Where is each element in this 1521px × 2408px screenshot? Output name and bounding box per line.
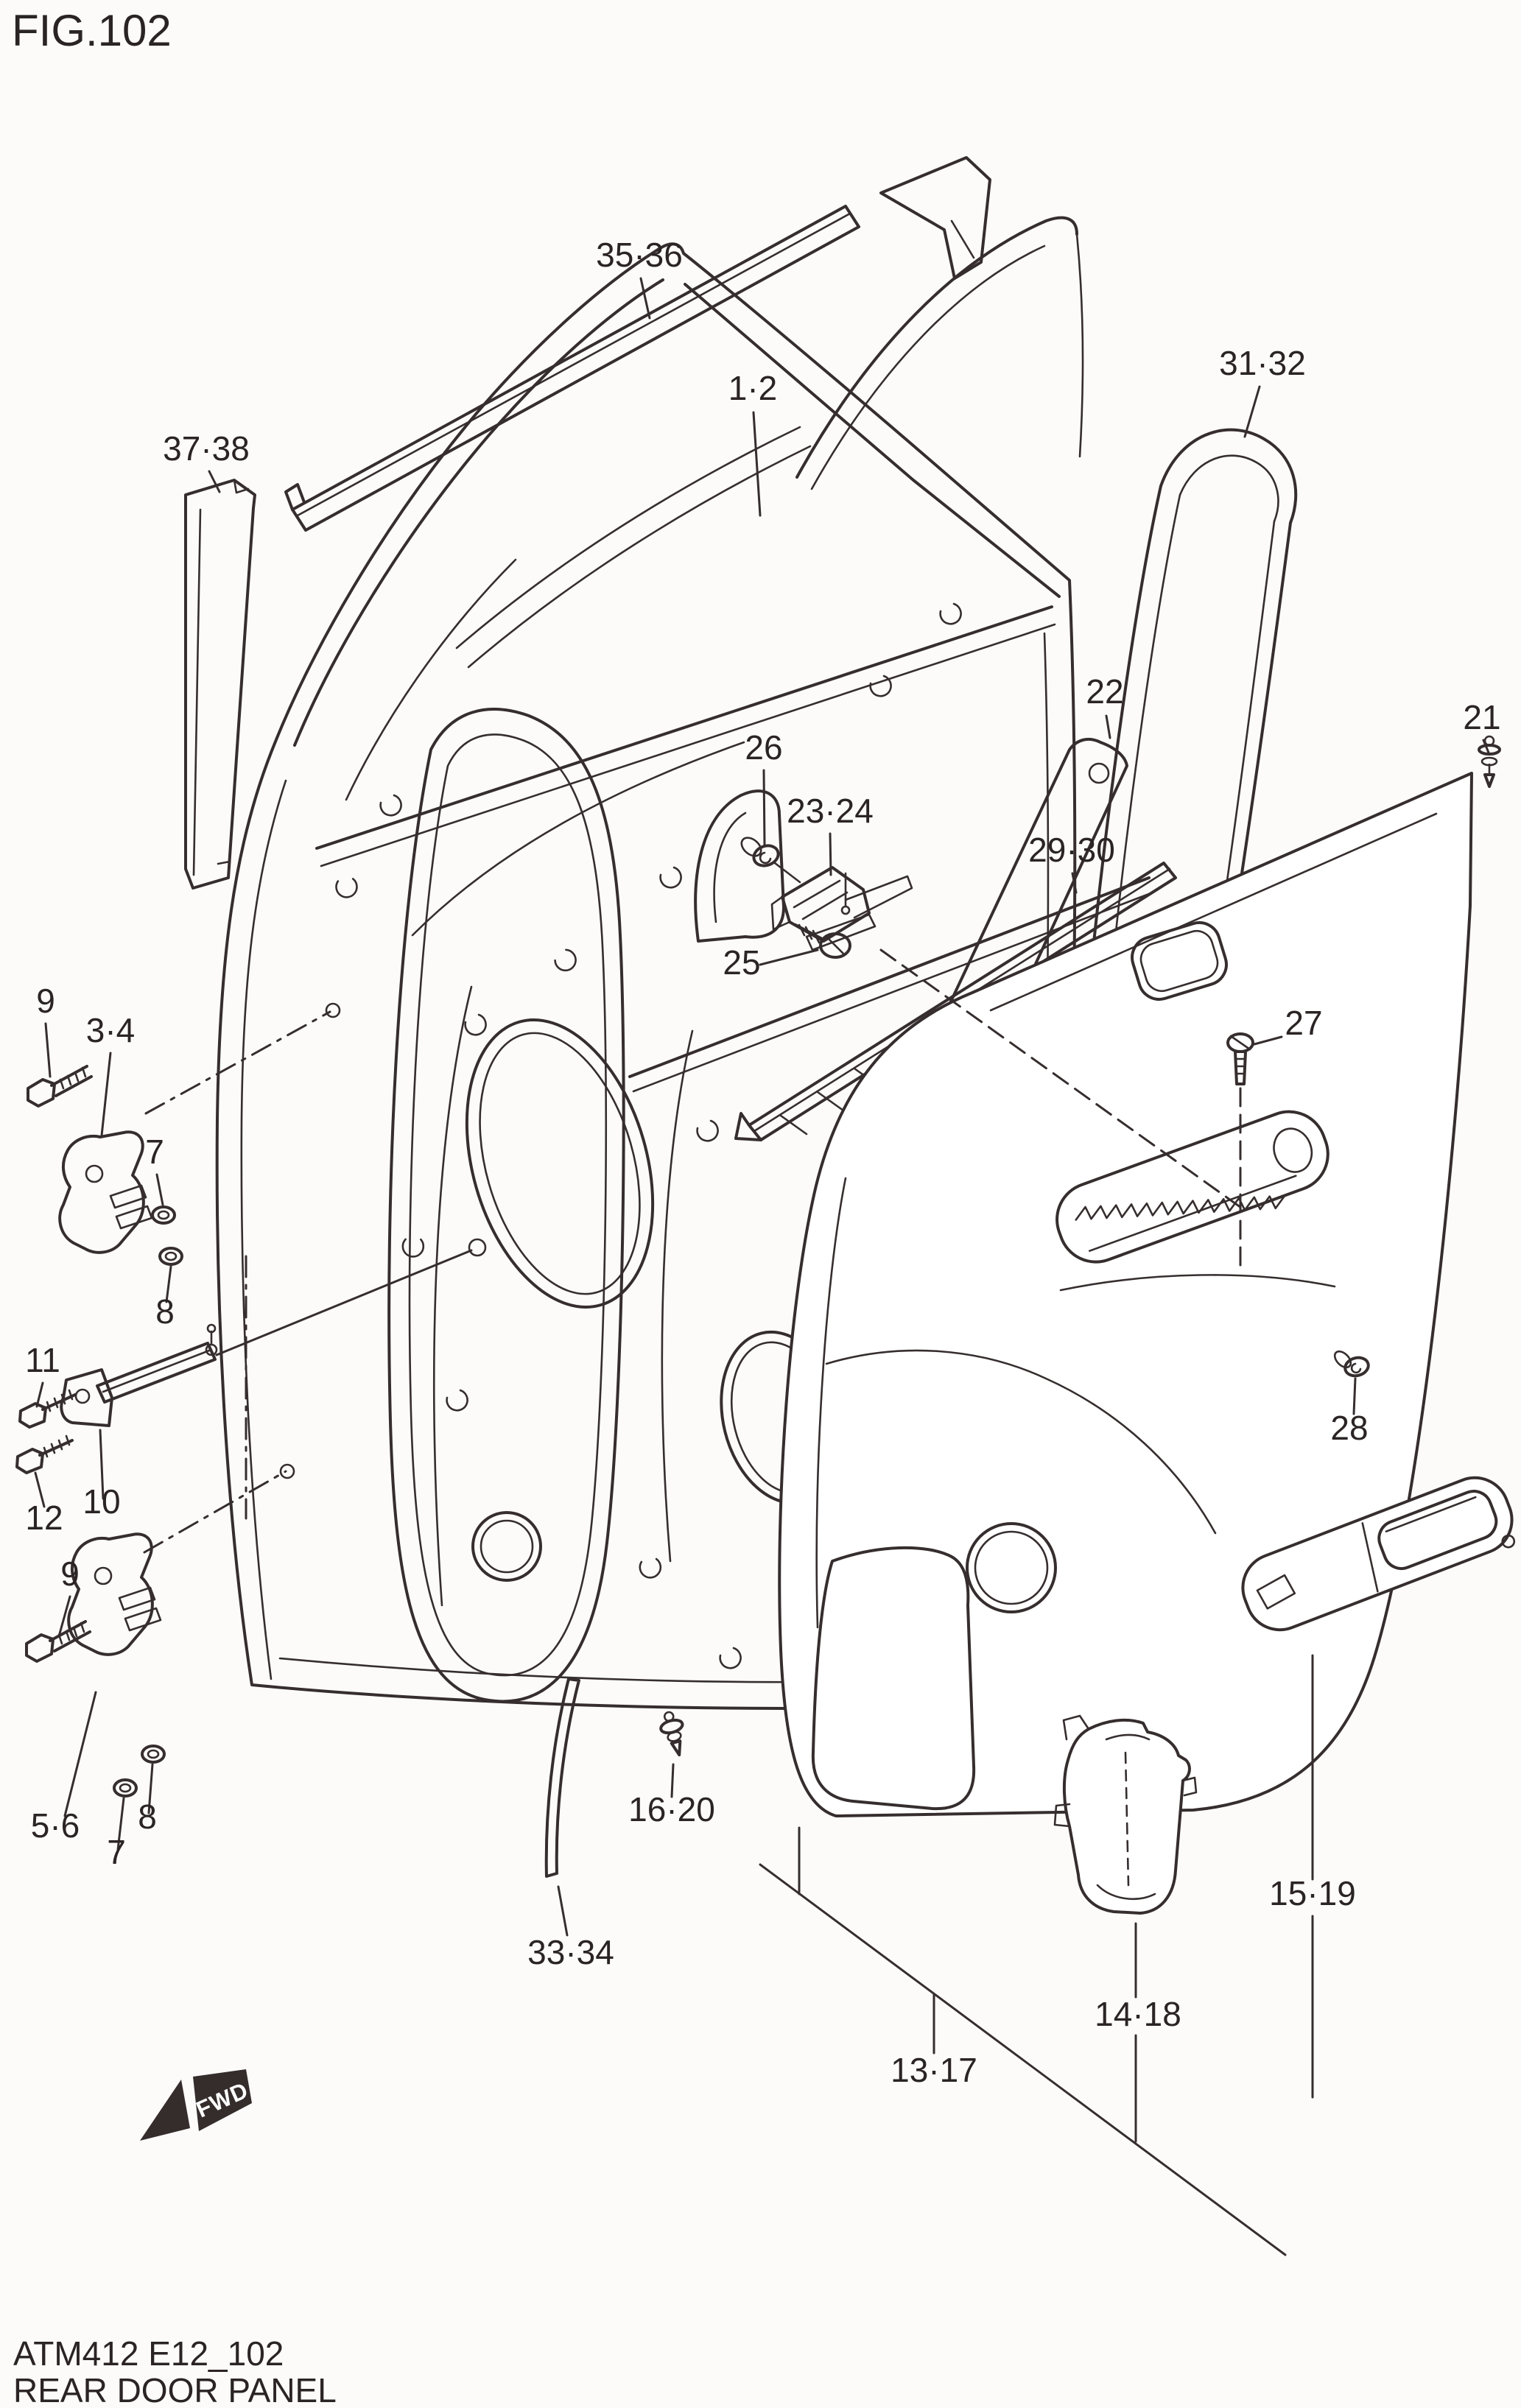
callout-9-lower: 9	[60, 1555, 80, 1593]
callout-10: 10	[82, 1482, 120, 1521]
inside-handle-bezel	[1241, 1476, 1516, 1632]
door-weatherstrip	[387, 708, 625, 1703]
figure-name: REAR DOOR PANEL	[13, 2371, 337, 2408]
fwd-arrow-icon	[140, 2080, 190, 2141]
figure-code: ATM412 E12_102	[13, 2334, 284, 2373]
armrest-switch-bezel	[1055, 1110, 1329, 1264]
leader-lines	[34, 277, 1490, 2256]
callout-26: 26	[745, 728, 782, 767]
panel-hole-marks	[279, 602, 962, 1669]
callout-12: 12	[25, 1499, 63, 1537]
callout-35-36: 35·36	[596, 236, 683, 274]
lower-trim-tape	[544, 1677, 580, 1878]
upper-hinge-group	[27, 1065, 183, 1266]
callout-33-34: 33·34	[527, 1933, 614, 1971]
callout-16-20: 16·20	[628, 1790, 715, 1828]
sash-bracket-hardware	[740, 837, 913, 959]
clip-28	[1333, 1350, 1370, 1378]
callout-15-19: 15·19	[1269, 1874, 1356, 1912]
callout-1-2: 1·2	[728, 369, 777, 407]
callout-13-17: 13·17	[891, 2051, 977, 2089]
door-trim-panel	[778, 772, 1473, 1817]
door-check-group	[15, 1323, 218, 1474]
callout-22: 22	[1086, 672, 1123, 711]
pocket-bracket	[1053, 1714, 1198, 1915]
clip-21	[1478, 735, 1501, 788]
callout-14-18: 14·18	[1095, 1995, 1181, 2033]
callout-8-lower: 8	[138, 1798, 157, 1836]
callout-7-upper: 7	[145, 1133, 164, 1171]
callout-9-upper: 9	[36, 982, 55, 1020]
roof-molding	[284, 156, 991, 532]
door-pull-cup	[1131, 921, 1228, 1001]
callout-8-upper: 8	[155, 1292, 175, 1331]
callout-7-lower: 7	[107, 1833, 126, 1871]
callout-21: 21	[1463, 698, 1500, 736]
callout-37-38: 37·38	[163, 429, 250, 468]
clip-16-20	[659, 1711, 684, 1757]
screw-27	[1226, 1032, 1254, 1085]
lower-hinge-group	[25, 1532, 166, 1798]
figure-title: FIG.102	[12, 6, 172, 55]
door-outer-panel	[215, 242, 1154, 1710]
pillar-tape	[184, 479, 256, 890]
callout-31-32: 31·32	[1219, 344, 1306, 382]
callout-3-4: 3·4	[86, 1011, 135, 1049]
callout-labels: 35·36 1·2 31·32 37·38 22 21 26 23·24 29·…	[25, 236, 1500, 2089]
callout-11: 11	[25, 1341, 60, 1379]
screw-25	[794, 923, 851, 959]
callout-28: 28	[1330, 1409, 1368, 1447]
callout-29-30: 29·30	[1028, 831, 1115, 869]
callout-23-24: 23·24	[787, 792, 874, 830]
fwd-arrow-tail	[193, 2069, 252, 2131]
callout-5-6: 5·6	[31, 1806, 80, 1845]
callout-27: 27	[1285, 1004, 1322, 1042]
fwd-direction-marker: FWD	[140, 2069, 253, 2141]
callout-25: 25	[723, 943, 760, 982]
grommet-clip-26	[740, 837, 801, 884]
